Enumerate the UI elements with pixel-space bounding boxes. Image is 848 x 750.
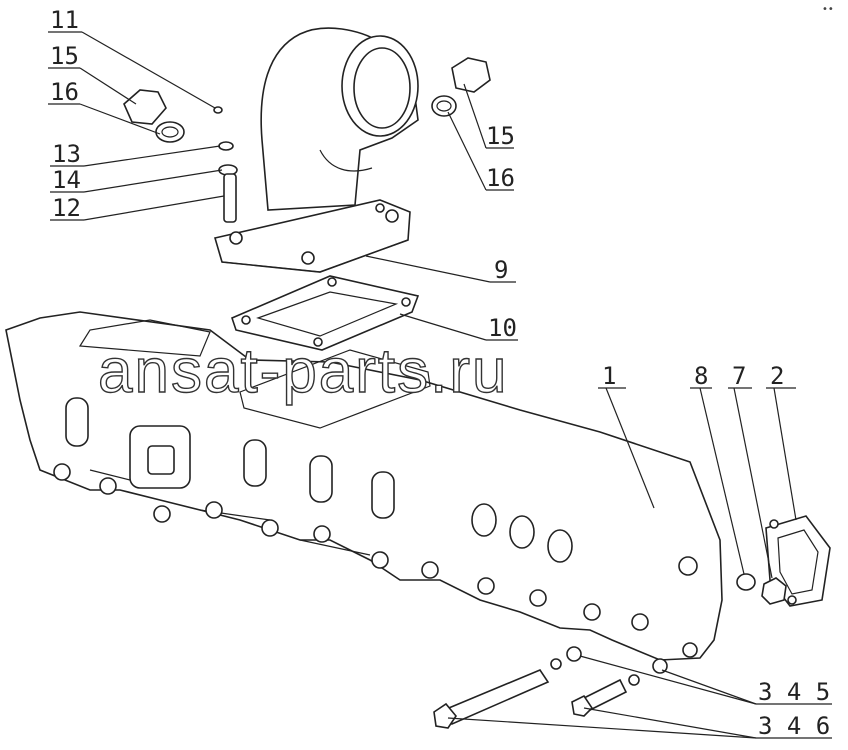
- callout-12: 12: [52, 194, 81, 222]
- callout-9: 9: [494, 256, 508, 284]
- long-bolt: [433, 646, 582, 729]
- stud-and-washers: [213, 106, 238, 223]
- short-bolt: [571, 658, 668, 717]
- watermark-text: ansat-parts.ru: [98, 337, 509, 406]
- callout-16-right: 16: [486, 164, 515, 192]
- callout-16-left: 16: [50, 78, 79, 106]
- leader-lines: [48, 31, 832, 739]
- plug-right: [431, 57, 491, 117]
- plug-left: [123, 89, 185, 143]
- exhaust-manifold: [5, 311, 723, 661]
- corner-mark: ••: [822, 4, 834, 15]
- callout-3-4-6: 3 4 6: [758, 712, 830, 740]
- callout-11: 11: [50, 6, 79, 34]
- flange-gasket: [231, 275, 420, 351]
- callout-14: 14: [52, 166, 81, 194]
- callout-3-4-5: 3 4 5: [758, 678, 830, 706]
- callout-13: 13: [52, 140, 81, 168]
- elbow-outlet-pipe: [213, 27, 419, 273]
- callout-15-right: 15: [486, 122, 515, 150]
- callout-1: 1: [602, 362, 616, 390]
- callout-labels: 11 15 16 13 14 12 15 16 9 10 1 8 7 2 3 4…: [50, 6, 830, 740]
- plug-7: [761, 577, 787, 605]
- callout-2: 2: [770, 362, 784, 390]
- washer-8: [736, 573, 756, 591]
- callout-8: 8: [694, 362, 708, 390]
- callout-15-left: 15: [50, 42, 79, 70]
- callout-10: 10: [488, 314, 517, 342]
- callout-7: 7: [732, 362, 746, 390]
